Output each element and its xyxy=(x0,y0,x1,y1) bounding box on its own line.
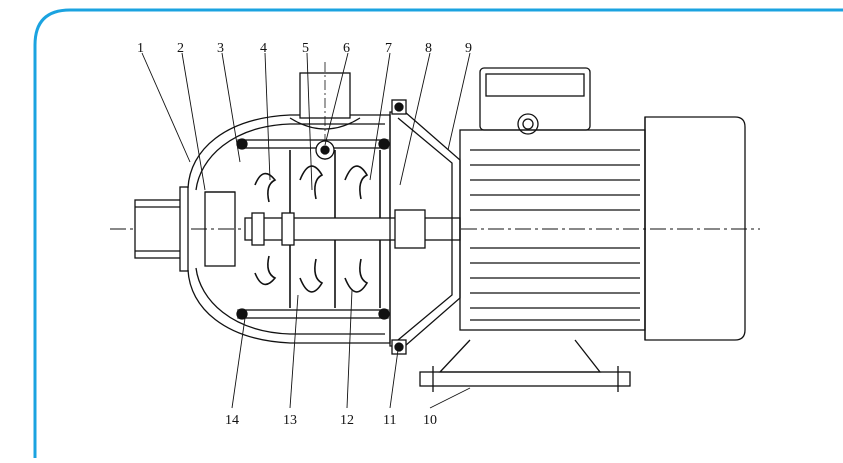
callout-6: 6 xyxy=(343,41,350,56)
callout-3: 3 xyxy=(217,41,224,56)
callout-labels: 1 2 3 4 5 6 7 8 9 10 11 12 13 14 xyxy=(137,41,472,428)
pump-body xyxy=(110,52,760,409)
callout-11: 11 xyxy=(383,413,396,428)
callout-13: 13 xyxy=(283,413,297,428)
motor-foot xyxy=(419,339,631,392)
tie-rods xyxy=(236,138,390,320)
terminal-box xyxy=(479,67,591,135)
callout-10: 10 xyxy=(423,413,437,428)
callout-7: 7 xyxy=(385,41,392,56)
shaft xyxy=(244,209,461,249)
callout-14: 14 xyxy=(225,413,239,428)
motor-body xyxy=(459,116,746,341)
callout-4: 4 xyxy=(260,41,267,56)
frame-border xyxy=(33,8,843,458)
motor-bracket xyxy=(389,99,461,355)
callout-5: 5 xyxy=(302,41,309,56)
callout-12: 12 xyxy=(340,413,354,428)
callout-2: 2 xyxy=(177,41,184,56)
callout-9: 9 xyxy=(465,41,472,56)
callout-8: 8 xyxy=(425,41,432,56)
callout-1: 1 xyxy=(137,41,144,56)
leader-lines xyxy=(141,52,471,409)
inlet-pipe xyxy=(134,186,189,272)
